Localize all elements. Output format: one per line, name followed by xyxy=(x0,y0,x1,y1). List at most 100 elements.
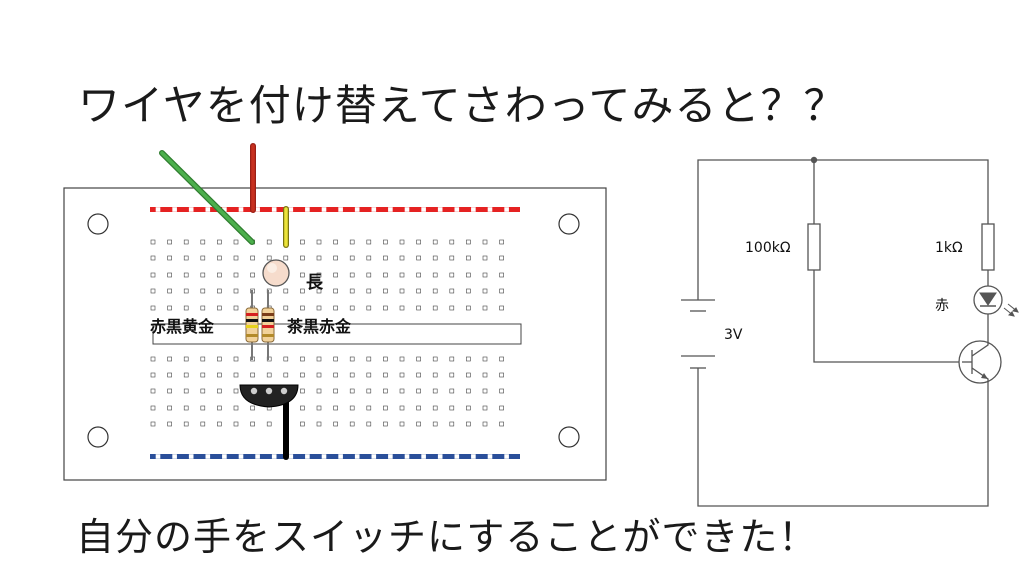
breadboard-hole xyxy=(300,388,305,394)
breadboard-hole xyxy=(150,288,156,294)
breadboard-hole xyxy=(316,288,322,294)
breadboard-hole xyxy=(217,288,222,294)
breadboard-hole xyxy=(416,272,421,278)
breadboard-hole xyxy=(499,405,504,411)
breadboard-hole xyxy=(487,454,493,459)
breadboard-hole xyxy=(338,207,343,212)
breadboard-hole xyxy=(150,356,156,362)
breadboard-hole xyxy=(416,305,421,311)
breadboard-hole xyxy=(333,272,338,278)
breadboard-hole xyxy=(233,255,239,261)
breadboard-hole xyxy=(449,421,455,427)
breadboard-hole xyxy=(200,388,206,394)
breadboard-hole xyxy=(217,255,222,261)
breadboard-hole xyxy=(399,239,405,245)
breadboard-hole xyxy=(283,372,289,378)
breadboard-hole xyxy=(183,372,189,378)
breadboard-hole xyxy=(172,454,177,459)
breadboard-hole xyxy=(432,405,438,411)
breadboard-hole xyxy=(349,272,355,278)
breadboard-hole xyxy=(266,255,272,261)
breadboard-hole xyxy=(416,421,421,427)
breadboard-hole xyxy=(466,356,471,362)
transistor-emitter-arrow xyxy=(981,373,988,379)
breadboard-hole xyxy=(300,288,305,294)
schematic-wire-bottom xyxy=(697,368,989,507)
breadboard-hole xyxy=(338,454,343,459)
resistor-band xyxy=(262,319,274,322)
breadboard-hole xyxy=(200,405,206,411)
breadboard-hole xyxy=(383,288,388,294)
schematic-led-triangle xyxy=(979,292,997,306)
breadboard-hole xyxy=(383,255,388,261)
breadboard-hole xyxy=(366,388,372,394)
slide-caption: 自分の手をスイッチにすることができた！ xyxy=(76,515,818,559)
breadboard-hole xyxy=(316,272,322,278)
breadboard-hole xyxy=(416,356,421,362)
breadboard-hole xyxy=(383,239,388,245)
breadboard-hole xyxy=(305,454,310,459)
breadboard-hole xyxy=(437,454,443,459)
schematic-label-led: 赤 xyxy=(935,298,949,314)
breadboard-hole xyxy=(482,405,488,411)
transistor-pin xyxy=(280,387,288,395)
breadboard-hole xyxy=(233,305,239,311)
breadboard-hole xyxy=(466,421,471,427)
schematic-label-1k: 1kΩ xyxy=(935,240,963,256)
breadboard-hole xyxy=(167,255,172,261)
breadboard-hole xyxy=(366,372,372,378)
breadboard-hole xyxy=(399,372,405,378)
breadboard-hole xyxy=(449,272,455,278)
breadboard-hole xyxy=(233,372,239,378)
breadboard-hole xyxy=(217,388,222,394)
breadboard-hole xyxy=(437,207,443,212)
breadboard-hole xyxy=(183,255,189,261)
breadboard-hole xyxy=(200,288,206,294)
resistor-band xyxy=(246,334,258,337)
breadboard-hole xyxy=(383,372,388,378)
breadboard-hole xyxy=(499,255,504,261)
breadboard-hole xyxy=(316,405,322,411)
resistor-band xyxy=(246,319,258,322)
breadboard-hole xyxy=(150,388,156,394)
breadboard-hole xyxy=(183,239,189,245)
resistor-band xyxy=(262,313,274,316)
breadboard-hole xyxy=(200,356,206,362)
breadboard-hole xyxy=(217,305,222,311)
breadboard-hole xyxy=(499,288,504,294)
breadboard-hole xyxy=(266,372,272,378)
breadboard-hole xyxy=(404,454,410,459)
breadboard-hole xyxy=(504,207,509,212)
breadboard-hole xyxy=(366,356,372,362)
breadboard-hole xyxy=(466,288,471,294)
breadboard-hole xyxy=(471,207,476,212)
breadboard-hole xyxy=(482,356,488,362)
resistor-band xyxy=(262,334,274,337)
breadboard-hole xyxy=(200,255,206,261)
breadboard-hole xyxy=(366,305,372,311)
breadboard-hole xyxy=(416,288,421,294)
breadboard-hole xyxy=(366,421,372,427)
breadboard-hole xyxy=(300,305,305,311)
breadboard-hole xyxy=(432,255,438,261)
breadboard-hole xyxy=(388,207,393,212)
breadboard-hole xyxy=(271,207,277,212)
breadboard-hole xyxy=(300,356,305,362)
schematic-label-100k: 100kΩ xyxy=(745,240,791,256)
breadboard-hole xyxy=(150,239,156,245)
breadboard-hole xyxy=(383,272,388,278)
breadboard-hole xyxy=(217,356,222,362)
breadboard-hole xyxy=(233,388,239,394)
breadboard-hole xyxy=(222,454,227,459)
breadboard-hole xyxy=(205,207,211,212)
schematic-wire-top xyxy=(697,159,989,300)
schematic-resistor-1k xyxy=(981,223,995,271)
rail-holes xyxy=(155,207,509,459)
breadboard-hole xyxy=(399,405,405,411)
breadboard-hole xyxy=(316,305,322,311)
breadboard-hole xyxy=(316,255,322,261)
breadboard-hole xyxy=(371,207,377,212)
center-channel xyxy=(152,323,522,345)
breadboard-hole xyxy=(167,388,172,394)
